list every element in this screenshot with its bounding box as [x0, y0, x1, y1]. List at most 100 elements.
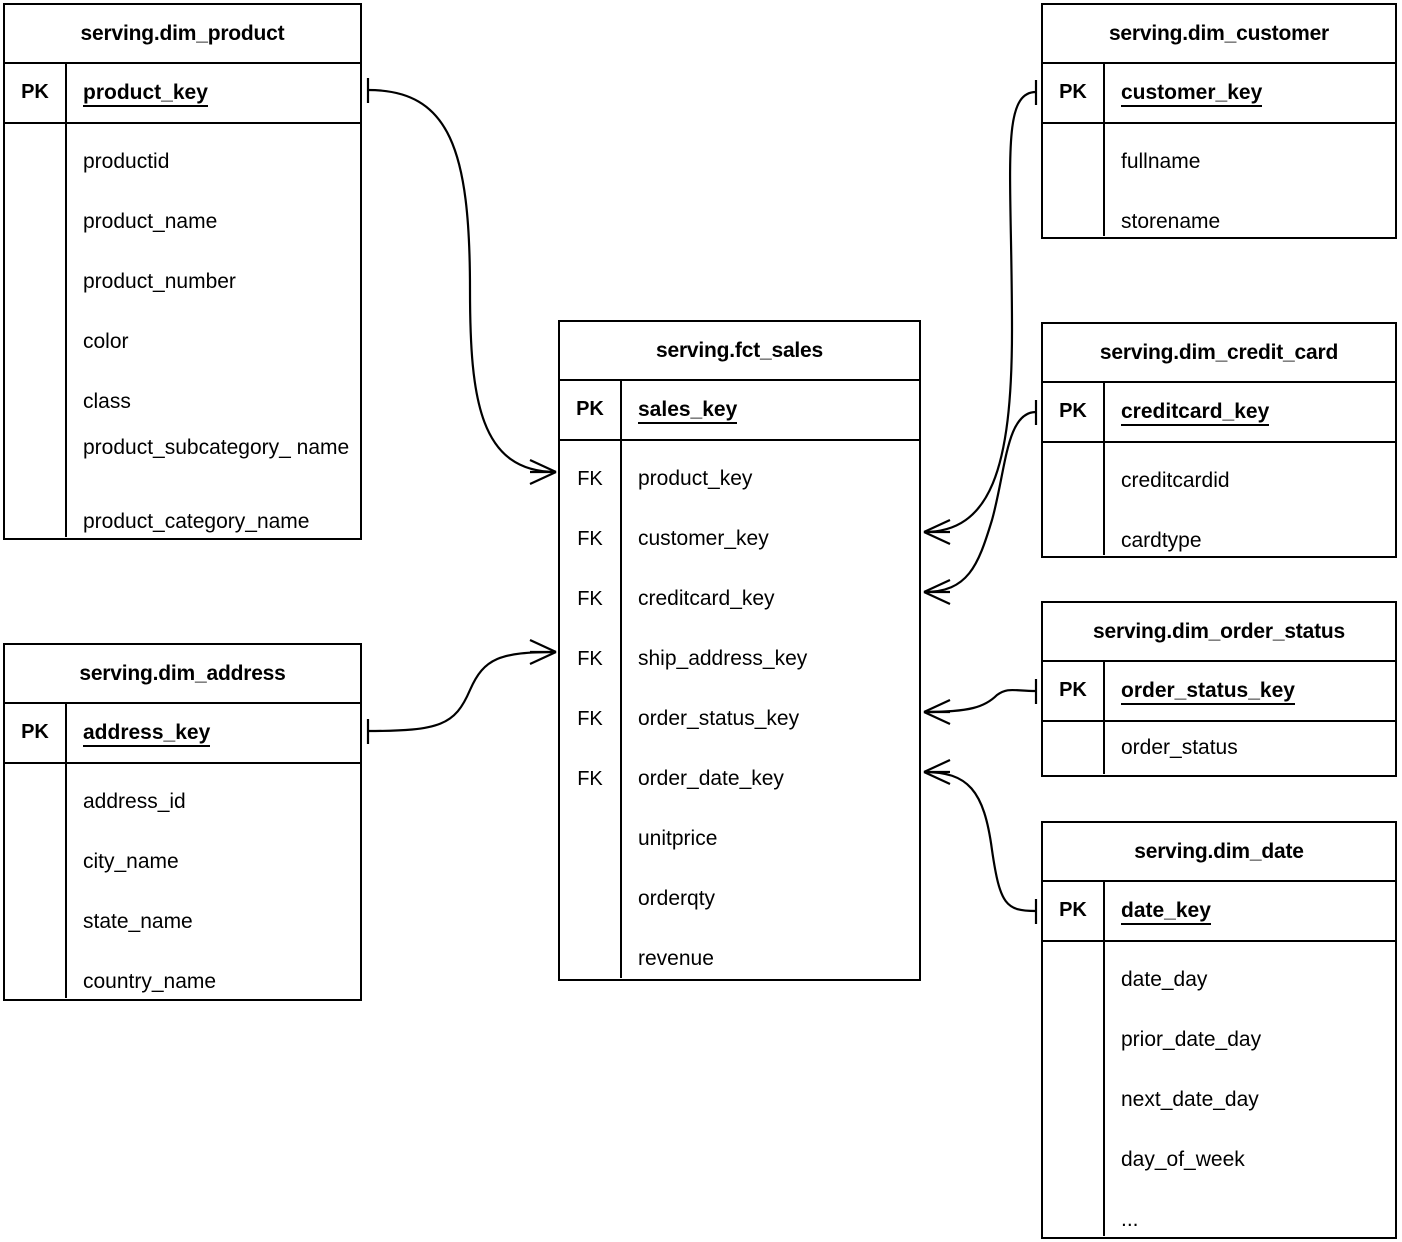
- field-list-dim-product: productid product_name product_number co…: [5, 124, 360, 537]
- fk-label: FK: [577, 588, 603, 610]
- fk-label: FK: [577, 528, 603, 550]
- field-row: fullname: [1121, 150, 1201, 173]
- field-row: order_status: [1121, 736, 1238, 759]
- pk-row-dim-date[interactable]: PK date_key: [1043, 882, 1395, 942]
- relationship-address-sales: [366, 639, 557, 744]
- entity-dim-product[interactable]: serving.dim_product PK product_key produ…: [3, 3, 362, 540]
- entity-fct-sales[interactable]: serving.fct_sales PK sales_key FK FK FK …: [558, 320, 921, 981]
- fields-column: date_day prior_date_day next_date_day da…: [1105, 942, 1395, 1236]
- field-row: storename: [1121, 210, 1221, 233]
- field-row: customer_key: [638, 527, 769, 550]
- fk-label: FK: [577, 468, 603, 490]
- pk-row-dim-order-status[interactable]: PK order_status_key: [1043, 662, 1395, 722]
- key-column: [1043, 722, 1105, 774]
- field-row: revenue: [638, 947, 714, 970]
- pk-field-name: product_key: [67, 64, 360, 122]
- pk-label: PK: [1043, 882, 1105, 940]
- crowfoot-sales-creditcard: [923, 579, 951, 605]
- field-row: city_name: [83, 850, 179, 873]
- entity-dim-customer[interactable]: serving.dim_customer PK customer_key ful…: [1041, 3, 1397, 239]
- field-row: orderqty: [638, 887, 716, 910]
- field-row: creditcardid: [1121, 469, 1230, 492]
- fields-column: order_status: [1105, 722, 1395, 774]
- entity-title-dim-credit-card: serving.dim_credit_card: [1043, 324, 1395, 383]
- entity-dim-address[interactable]: serving.dim_address PK address_key addre…: [3, 643, 362, 1001]
- pk-field-name: order_status_key: [1105, 662, 1395, 720]
- relationship-sales-date: [923, 759, 1038, 924]
- field-row: product_subcategory_ name: [83, 436, 350, 459]
- pk-label: PK: [1043, 662, 1105, 720]
- pk-row-dim-address[interactable]: PK address_key: [5, 704, 360, 764]
- pk-field-name: sales_key: [622, 381, 919, 439]
- field-row: product_number: [83, 270, 236, 293]
- pk-label: PK: [1043, 383, 1105, 441]
- fields-column: creditcardid cardtype: [1105, 443, 1395, 555]
- field-row: address_id: [83, 790, 186, 813]
- crowfoot-sales-product: [529, 459, 557, 485]
- entity-dim-credit-card[interactable]: serving.dim_credit_card PK creditcard_ke…: [1041, 322, 1397, 558]
- key-column: FK FK FK FK FK FK: [560, 441, 622, 978]
- pk-label: PK: [1043, 64, 1105, 122]
- pk-field-name: customer_key: [1105, 64, 1395, 122]
- field-list-dim-order-status: order_status: [1043, 722, 1395, 774]
- field-row: product_name: [83, 210, 218, 233]
- field-row: creditcard_key: [638, 587, 775, 610]
- pk-label: PK: [5, 704, 67, 762]
- field-row: day_of_week: [1121, 1148, 1245, 1171]
- pk-row-dim-credit-card[interactable]: PK creditcard_key: [1043, 383, 1395, 443]
- field-row: prior_date_day: [1121, 1028, 1262, 1051]
- fields-column: productid product_name product_number co…: [67, 124, 360, 537]
- key-column: [1043, 124, 1105, 236]
- entity-dim-order-status[interactable]: serving.dim_order_status PK order_status…: [1041, 601, 1397, 777]
- key-column: [5, 764, 67, 998]
- entity-title-dim-customer: serving.dim_customer: [1043, 5, 1395, 64]
- field-row: order_status_key: [638, 707, 800, 730]
- field-row: ...: [1121, 1208, 1139, 1231]
- field-row: state_name: [83, 910, 193, 933]
- fk-label: FK: [577, 768, 603, 790]
- field-row: date_day: [1121, 968, 1208, 991]
- fields-column: product_key customer_key creditcard_key …: [622, 441, 919, 978]
- fields-column: fullname storename: [1105, 124, 1395, 236]
- field-row: color: [83, 330, 129, 353]
- field-row: productid: [83, 150, 170, 173]
- relationship-sales-customer: [923, 80, 1038, 545]
- field-row: next_date_day: [1121, 1088, 1259, 1111]
- entity-title-dim-date: serving.dim_date: [1043, 823, 1395, 882]
- pk-row-dim-customer[interactable]: PK customer_key: [1043, 64, 1395, 124]
- pk-field-name: date_key: [1105, 882, 1395, 940]
- field-list-dim-address: address_id city_name state_name country_…: [5, 764, 360, 998]
- crowfoot-sales-orderstatus: [923, 699, 951, 725]
- key-column: [1043, 443, 1105, 555]
- field-list-dim-customer: fullname storename: [1043, 124, 1395, 236]
- pk-field-name: creditcard_key: [1105, 383, 1395, 441]
- entity-title-fct-sales: serving.fct_sales: [560, 322, 919, 381]
- field-row: cardtype: [1121, 529, 1202, 552]
- relationship-sales-creditcard: [923, 400, 1038, 605]
- entity-dim-date[interactable]: serving.dim_date PK date_key date_day pr…: [1041, 821, 1397, 1239]
- field-row: country_name: [83, 970, 217, 993]
- entity-title-dim-address: serving.dim_address: [5, 645, 360, 704]
- fk-label: FK: [577, 648, 603, 670]
- relationship-product-sales: [366, 78, 557, 485]
- field-row: ship_address_key: [638, 647, 808, 670]
- relationship-sales-orderstatus: [923, 679, 1038, 725]
- entity-title-dim-product: serving.dim_product: [5, 5, 360, 64]
- field-row: class: [83, 390, 131, 413]
- fk-label: FK: [577, 708, 603, 730]
- pk-row-fct-sales[interactable]: PK sales_key: [560, 381, 919, 441]
- field-row: product_key: [638, 467, 753, 490]
- entity-title-dim-order-status: serving.dim_order_status: [1043, 603, 1395, 662]
- crowfoot-sales-customer: [923, 519, 951, 545]
- pk-label: PK: [5, 64, 67, 122]
- pk-label: PK: [560, 381, 622, 439]
- key-column: [1043, 942, 1105, 1236]
- field-list-dim-date: date_day prior_date_day next_date_day da…: [1043, 942, 1395, 1236]
- field-row: product_category_name: [83, 510, 310, 533]
- pk-row-dim-product[interactable]: PK product_key: [5, 64, 360, 124]
- field-row: order_date_key: [638, 767, 784, 790]
- field-row: unitprice: [638, 827, 718, 850]
- field-list-fct-sales: FK FK FK FK FK FK product_key customer_k…: [560, 441, 919, 978]
- crowfoot-sales-address: [529, 639, 557, 665]
